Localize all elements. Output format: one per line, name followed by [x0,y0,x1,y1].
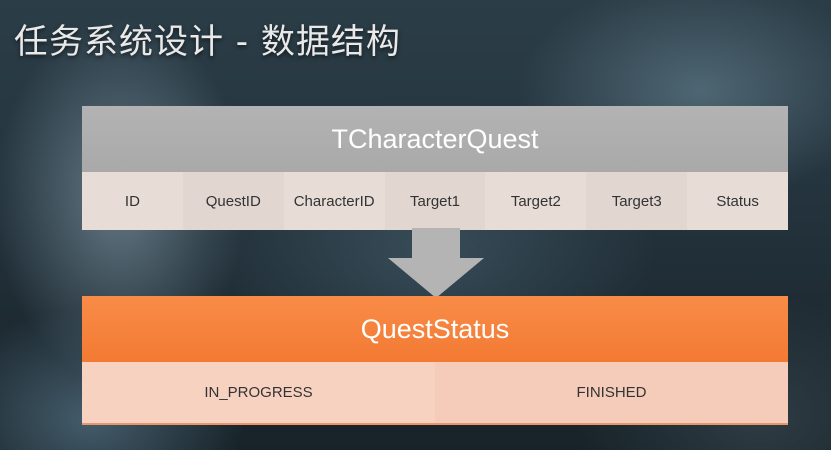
quest-status-values-row: IN_PROGRESS FINISHED [82,362,788,425]
field-status: Status [687,172,789,230]
enum-value-finished: FINISHED [435,362,788,423]
field-target2: Target2 [485,172,587,230]
character-quest-table-name: TCharacterQuest [82,106,788,172]
quest-status-enum: QuestStatus IN_PROGRESS FINISHED [82,296,788,425]
slide-title: 任务系统设计 - 数据结构 [14,22,401,62]
character-quest-table: TCharacterQuest ID QuestID CharacterID T… [82,106,789,230]
field-id: ID [82,172,183,230]
enum-value-in-progress: IN_PROGRESS [82,362,435,423]
field-target1: Target1 [384,172,486,230]
field-character-id: CharacterID [283,172,385,230]
field-quest-id: QuestID [182,172,284,230]
character-quest-fields-row: ID QuestID CharacterID Target1 Target2 T… [82,172,789,230]
field-target3: Target3 [586,172,688,230]
down-arrow-icon [388,228,484,298]
quest-status-enum-name: QuestStatus [82,296,788,362]
